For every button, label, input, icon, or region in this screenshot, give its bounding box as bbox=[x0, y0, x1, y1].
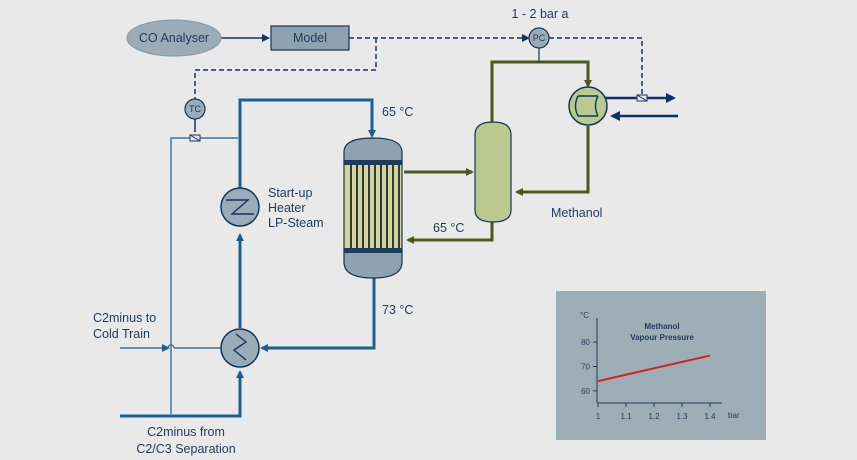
heater-label-line3: LP-Steam bbox=[268, 216, 324, 230]
chart-series bbox=[597, 354, 711, 383]
chart-x-tick-label: 1.2 bbox=[648, 412, 660, 421]
c2minus-to-label-line2: Cold Train bbox=[93, 327, 150, 341]
chart-series-line bbox=[597, 354, 711, 383]
co-analyser-label: CO Analyser bbox=[139, 31, 209, 45]
chart-background bbox=[556, 291, 766, 440]
chart-y-tick-label: 60 bbox=[581, 387, 590, 396]
chart-x-axis-label: bar bbox=[728, 411, 740, 420]
model-label: Model bbox=[293, 31, 327, 45]
chart-y-tick-label: 70 bbox=[581, 363, 590, 372]
control-valve-tc[interactable] bbox=[189, 134, 201, 142]
chart-y-axis-label: °C bbox=[580, 311, 589, 320]
pressure-label: 1 - 2 bar a bbox=[512, 7, 569, 21]
control-valve-pc[interactable] bbox=[636, 94, 648, 102]
startup-heater[interactable] bbox=[220, 187, 260, 227]
separator-drum[interactable] bbox=[474, 121, 512, 223]
condenser[interactable] bbox=[568, 86, 608, 126]
chart-x-tick-label: 1.1 bbox=[620, 412, 632, 421]
chart-y-tick-label: 80 bbox=[581, 338, 590, 347]
heater-label-line1: Start-up bbox=[268, 186, 313, 200]
tc-label: TC bbox=[189, 104, 201, 114]
control-signal-lines bbox=[194, 34, 643, 132]
thin-process-lines bbox=[120, 137, 238, 414]
chart-x-tick-label: 1.4 bbox=[704, 412, 716, 421]
c2minus-process-lines bbox=[120, 98, 376, 418]
c2minus-from-label-line2: C2/C3 Separation bbox=[136, 442, 235, 456]
temp-top-label: 65 °C bbox=[382, 105, 413, 119]
co-analyser[interactable]: CO Analyser bbox=[126, 19, 222, 57]
pc-label: PC bbox=[533, 33, 546, 43]
methanol-process-lines bbox=[404, 60, 592, 244]
heater-label-line2: Heater bbox=[268, 201, 306, 215]
temp-return-label: 65 °C bbox=[433, 221, 464, 235]
chart-ticks: 1 1.1 1.2 1.3 1.4 60 70 80 bbox=[581, 338, 716, 421]
temperature-controller[interactable]: TC bbox=[184, 98, 206, 120]
heat-exchanger[interactable] bbox=[220, 328, 260, 368]
methanol-label: Methanol bbox=[551, 206, 602, 220]
c2minus-from-label-line1: C2minus from bbox=[147, 425, 225, 439]
c2minus-to-label-line1: C2minus to bbox=[93, 311, 156, 325]
chart-title-line1: Methanol bbox=[644, 322, 679, 331]
model-box[interactable]: Model bbox=[270, 25, 350, 51]
temp-bottom-label: 73 °C bbox=[382, 303, 413, 317]
reactor-vessel[interactable] bbox=[343, 137, 403, 279]
chart-axes bbox=[596, 318, 722, 404]
chart-x-tick-label: 1.3 bbox=[676, 412, 688, 421]
chart-x-tick-label: 1 bbox=[596, 412, 601, 421]
chart-title-line2: Vapour Pressure bbox=[630, 333, 694, 342]
pressure-controller[interactable]: PC bbox=[528, 27, 550, 49]
